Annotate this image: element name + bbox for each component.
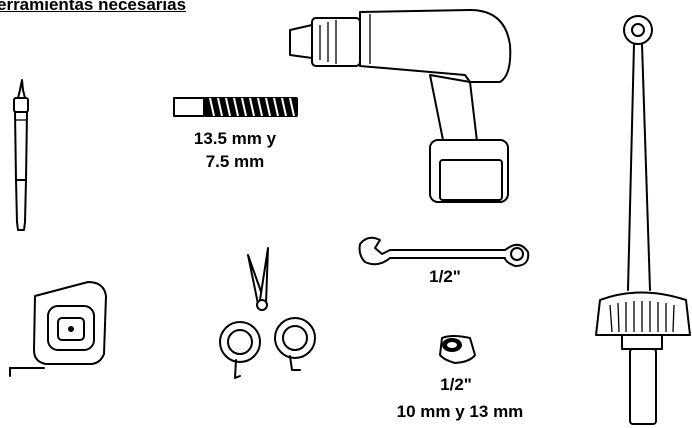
drill-bit-size-label: 13.5 mm y [193,129,277,148]
socket-icon [439,335,476,364]
socket-metric-sizes-label: 10 mm y 13 mm [396,402,524,421]
scissors-icon [219,247,316,379]
pencil-icon [13,79,29,231]
cordless-drill-icon [289,9,512,203]
socket-size-label: 1/2" [440,375,472,394]
drill-bit-icon [173,97,298,117]
tape-measure-icon [9,281,107,377]
wrench-size-label: 1/2" [429,267,461,286]
torque-wrench-icon [595,15,691,425]
drill-bit-size-label-2: 7.5 mm [205,152,265,171]
combination-wrench-icon [358,236,530,267]
page-title: erramientas necesarias [0,0,187,14]
